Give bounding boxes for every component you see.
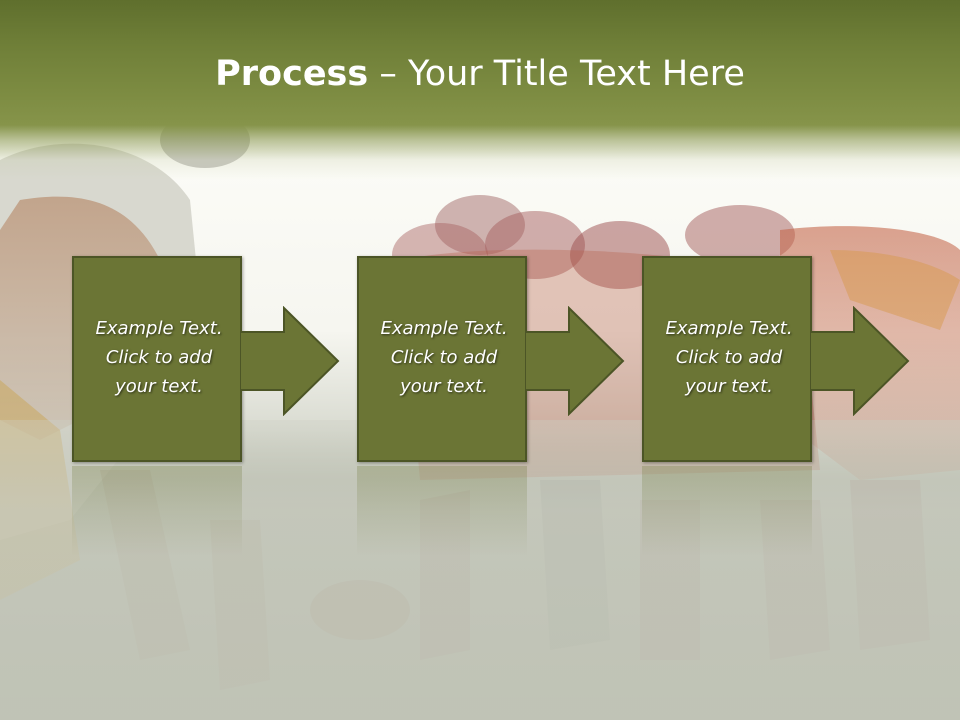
step-text: Example Text. Click to add your text.	[359, 314, 529, 401]
step-text-line-3: your text.	[400, 376, 488, 397]
right-arrow-icon	[810, 306, 910, 416]
step-text-line-2: Click to add	[105, 347, 213, 368]
step-text: Example Text. Click to add your text.	[644, 314, 814, 401]
title-band	[0, 0, 960, 180]
reflection-box	[357, 466, 527, 556]
step-box[interactable]: Example Text. Click to add your text.	[642, 256, 812, 462]
step-text-line-1: Example Text.	[665, 318, 793, 339]
reflection-box	[72, 466, 242, 556]
step-text-line-1: Example Text.	[380, 318, 508, 339]
step-text-line-3: your text.	[685, 376, 773, 397]
title-bold: Process	[215, 54, 369, 94]
step-box[interactable]: Example Text. Click to add your text.	[357, 256, 527, 462]
reflection-haze	[0, 420, 960, 720]
step-text: Example Text. Click to add your text.	[74, 314, 244, 401]
step-text-line-1: Example Text.	[95, 318, 223, 339]
step-text-line-2: Click to add	[390, 347, 498, 368]
right-arrow-icon	[240, 306, 340, 416]
step-box[interactable]: Example Text. Click to add your text.	[72, 256, 242, 462]
slide-title: Process – Your Title Text Here	[0, 54, 960, 94]
right-arrow-icon	[525, 306, 625, 416]
step-text-line-2: Click to add	[675, 347, 783, 368]
step-text-line-3: your text.	[115, 376, 203, 397]
reflection-box	[642, 466, 812, 556]
title-rest: – Your Title Text Here	[368, 54, 745, 94]
